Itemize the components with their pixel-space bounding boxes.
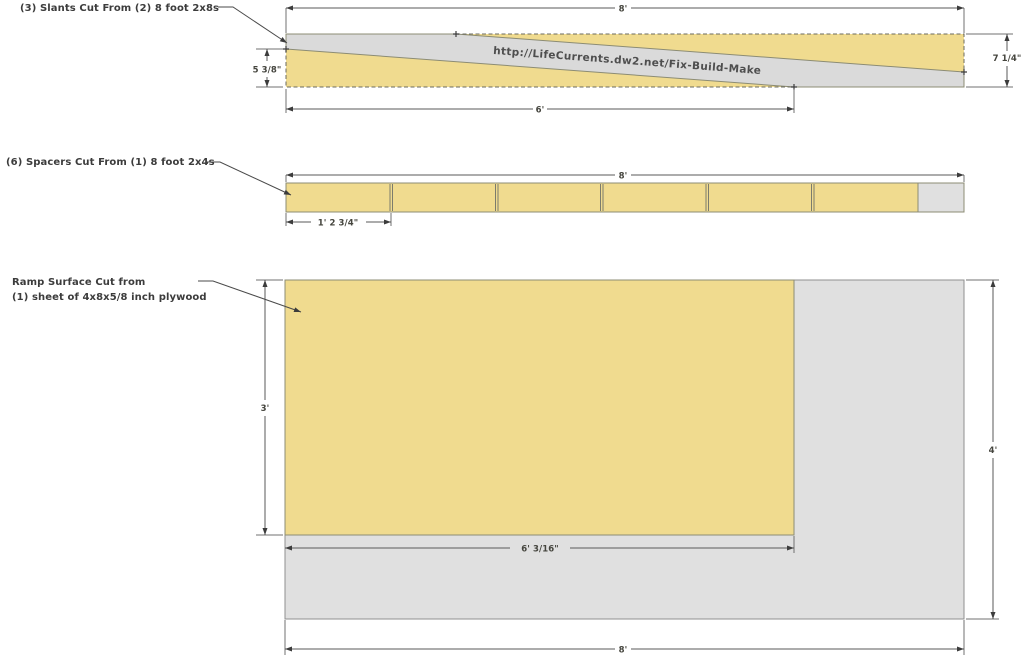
slants-label: (3) Slants Cut From (2) 8 foot 2x8s bbox=[20, 3, 219, 14]
ramp-surface-section: 3' 6' 3/16" 4' 8' Ramp Surface Cut from … bbox=[12, 277, 999, 656]
cut-point-marker bbox=[961, 69, 967, 75]
ramp-surface-outline bbox=[284, 279, 795, 536]
spacers-section: 8' 1' 2 3/4" (6) Spacers Cut From (1) 8 … bbox=[6, 157, 965, 229]
slants-section: http://LifeCurrents.dw2.net/Fix-Build-Ma… bbox=[20, 3, 1021, 116]
spacers-waste-end bbox=[918, 183, 964, 212]
dim-label-8ft: 8' bbox=[619, 646, 628, 656]
cut-point-marker bbox=[283, 46, 289, 52]
kerf-line bbox=[495, 184, 499, 211]
ramp-label-line2: (1) sheet of 4x8x5/8 inch plywood bbox=[12, 292, 207, 303]
leader-arrow bbox=[218, 6, 288, 44]
dim-label-6ft: 6' bbox=[536, 106, 545, 116]
kerf-line bbox=[389, 184, 393, 211]
dim-label-4ft: 4' bbox=[989, 446, 998, 456]
dim-label-piece-length: 6' 3/16" bbox=[521, 545, 559, 555]
ramp-label-line1: Ramp Surface Cut from bbox=[12, 277, 145, 288]
dim-label-5-3-8in: 5 3/8" bbox=[253, 66, 282, 76]
board-outline-solid bbox=[285, 33, 965, 88]
dim-label-8ft: 8' bbox=[619, 172, 628, 182]
dim-label-8ft: 8' bbox=[619, 5, 628, 15]
cut-point-marker bbox=[453, 31, 459, 37]
leader-arrow bbox=[206, 161, 292, 196]
leader-arrow bbox=[198, 280, 302, 313]
diagonal-cut-line bbox=[285, 48, 795, 88]
spacers-board-outline bbox=[285, 182, 965, 213]
ramp-surface-piece bbox=[285, 280, 794, 535]
dim-label-3ft: 3' bbox=[261, 404, 270, 414]
diagonal-cut-line bbox=[455, 33, 965, 73]
kerf-line bbox=[705, 184, 709, 211]
spacers-label: (6) Spacers Cut From (1) 8 foot 2x4s bbox=[6, 157, 215, 168]
kerf-line bbox=[811, 184, 815, 211]
dim-label-7-1-4in: 7 1/4" bbox=[993, 54, 1022, 64]
kerf-line bbox=[600, 184, 604, 211]
board-outline-dashed bbox=[456, 33, 965, 72]
spacers-board bbox=[286, 183, 964, 212]
dim-label-spacer-length: 1' 2 3/4" bbox=[318, 219, 359, 229]
